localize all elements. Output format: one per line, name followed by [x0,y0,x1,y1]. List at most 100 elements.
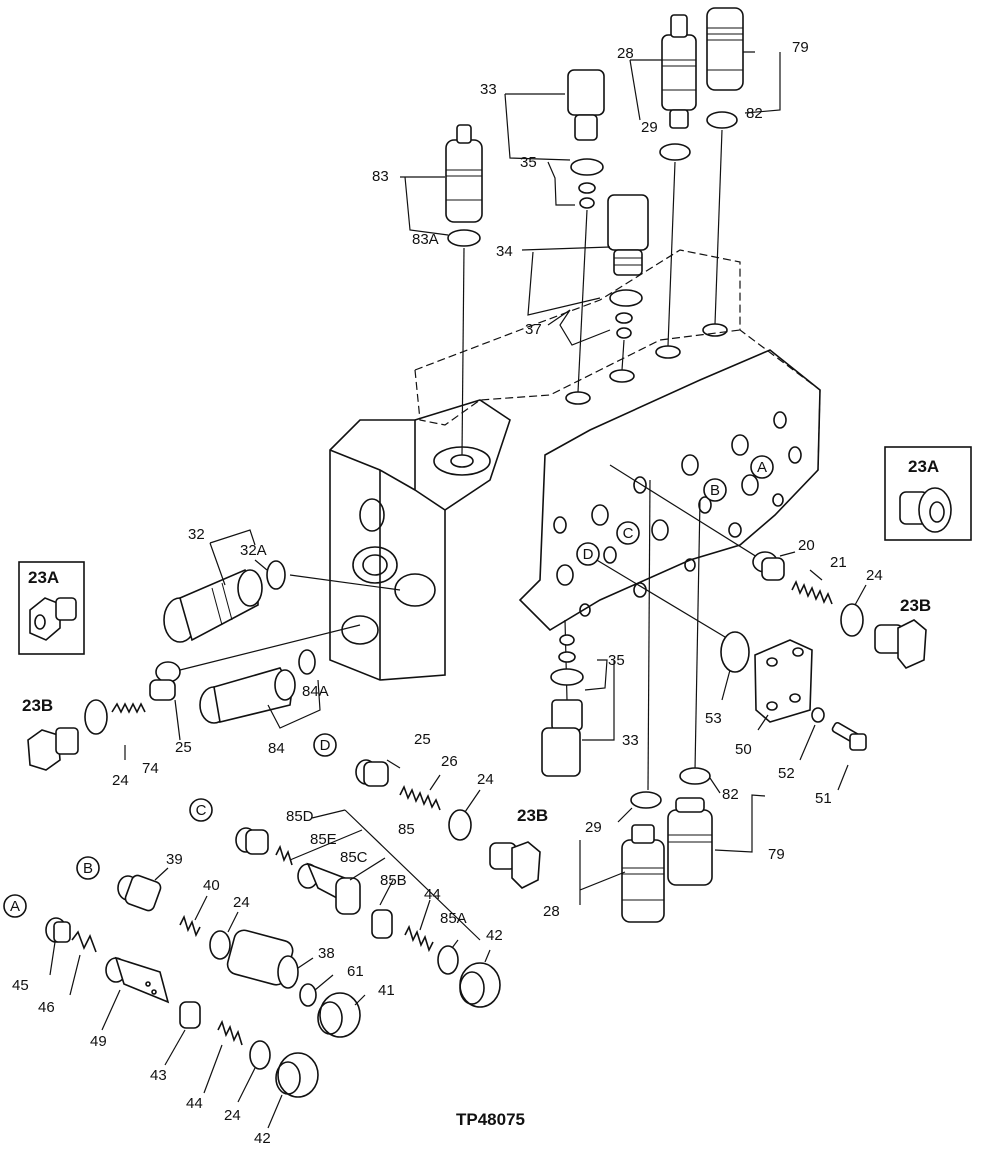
part-23a-box-left [18,561,85,655]
circle-letter-b-body: C [623,525,634,542]
circle-letter-d-body: A [757,459,767,476]
o-ring-24-right [840,603,864,637]
callout-label: 32 [188,526,205,543]
callout-label-23b-right: 23B [900,596,931,615]
part-28-relief-valve [661,14,697,129]
callout-labels: 28 79 33 29 82 35 83 83A 34 37 32 32A 20… [12,39,883,1147]
o-ring-35 [570,158,604,176]
callout-label: 44 [186,1095,203,1112]
part-85d-sleeve [235,827,269,855]
part-45-sleeve [45,917,71,943]
callout-label: 34 [496,243,513,260]
callout-label: 37 [525,321,542,338]
callout-label: 35 [608,652,625,669]
callout-label: 21 [830,554,847,571]
callout-label: 26 [441,753,458,770]
callout-label: 53 [705,710,722,727]
callout-label: 25 [414,731,431,748]
part-33-plug [567,69,605,141]
callout-label: 33 [622,732,639,749]
callout-label: 24 [233,894,250,911]
part-43-spring-seat [179,1001,201,1029]
part-83-relief-valve [445,124,483,223]
part-28-lower-valve [621,824,665,923]
callout-label: 24 [477,771,494,788]
o-ring-83a [447,229,481,247]
o-ring-82 [706,111,738,129]
bold-callout-labels: 23A 23A 23B 23B 23B [22,457,939,825]
callout-label: 85B [380,872,407,889]
callout-label: 45 [12,977,29,994]
figure-id: TP48075 [456,1110,525,1129]
callout-label: 24 [224,1107,241,1124]
callout-label: 39 [166,851,183,868]
callout-label: 44 [424,886,441,903]
callout-label: 52 [778,765,795,782]
callout-label: 82 [746,105,763,122]
backup-ring-35 [578,182,596,194]
callout-label: 24 [866,567,883,584]
callout-label: 38 [318,945,335,962]
o-ring-24-d [448,809,472,841]
part-33-lower-plug [541,699,583,777]
callout-label: 49 [90,1033,107,1050]
part-38-nut [226,929,299,989]
callout-label: 28 [617,45,634,62]
o-ring-82-lower [679,767,711,785]
o-ring-85a [437,945,459,975]
callout-label: 35 [520,154,537,171]
part-79-relief-valve [706,7,744,91]
callout-label: 41 [378,982,395,999]
part-23b-plug-left [27,727,79,771]
callout-label: 28 [543,903,560,920]
circle-letter-a-body: D [583,546,594,563]
callout-label: 33 [480,81,497,98]
part-49-spool [105,956,170,1004]
o-ring-24-a [249,1040,271,1070]
callout-label: 61 [347,963,364,980]
o-ring-84a [298,649,316,675]
callout-label: 83A [412,231,439,248]
circle-letter-a-row: A [10,898,20,915]
part-34-plug [607,194,649,276]
callout-label: 84A [302,683,329,700]
part-42-plug-a [275,1052,319,1098]
o-ring-24-left [84,699,108,735]
o-ring-29-lower [630,791,662,809]
callout-label-23b-left: 23B [22,696,53,715]
callout-label: 20 [798,537,815,554]
callout-label: 51 [815,790,832,807]
part-44-spring-c [404,924,434,953]
backup-ring-37 [615,312,633,324]
valve-body [329,249,821,681]
callout-label: 43 [150,1067,167,1084]
callout-label: 42 [486,927,503,944]
part-50-cover-plate [754,639,813,723]
o-ring-53 [720,631,750,673]
callout-label-23a-left: 23A [28,568,59,587]
ring-35-lower-a [559,634,575,646]
part-44-spring-a [217,1019,243,1046]
ring-35-lower-b [558,651,576,663]
part-20-sleeve [752,551,785,581]
part-74-spring [111,702,146,714]
part-41-plug [317,992,361,1038]
callout-label: 46 [38,999,55,1016]
part-25-sleeve-left [149,661,181,701]
o-ring-61 [299,983,317,1007]
part-23a-box-right [884,446,972,541]
callout-label: 32A [240,542,267,559]
callout-label-23b-middle: 23B [517,806,548,825]
part-23b-plug-right [874,619,927,669]
part-85c-spool [297,862,361,915]
callout-label: 82 [722,786,739,803]
washer-52 [811,707,825,723]
assembly-centerlines [179,129,766,791]
part-84-spool [199,667,296,724]
part-21-spring [791,579,833,605]
part-39-spool [117,874,162,912]
part-51-bolt [831,721,867,751]
part-42-plug-c [459,962,501,1008]
